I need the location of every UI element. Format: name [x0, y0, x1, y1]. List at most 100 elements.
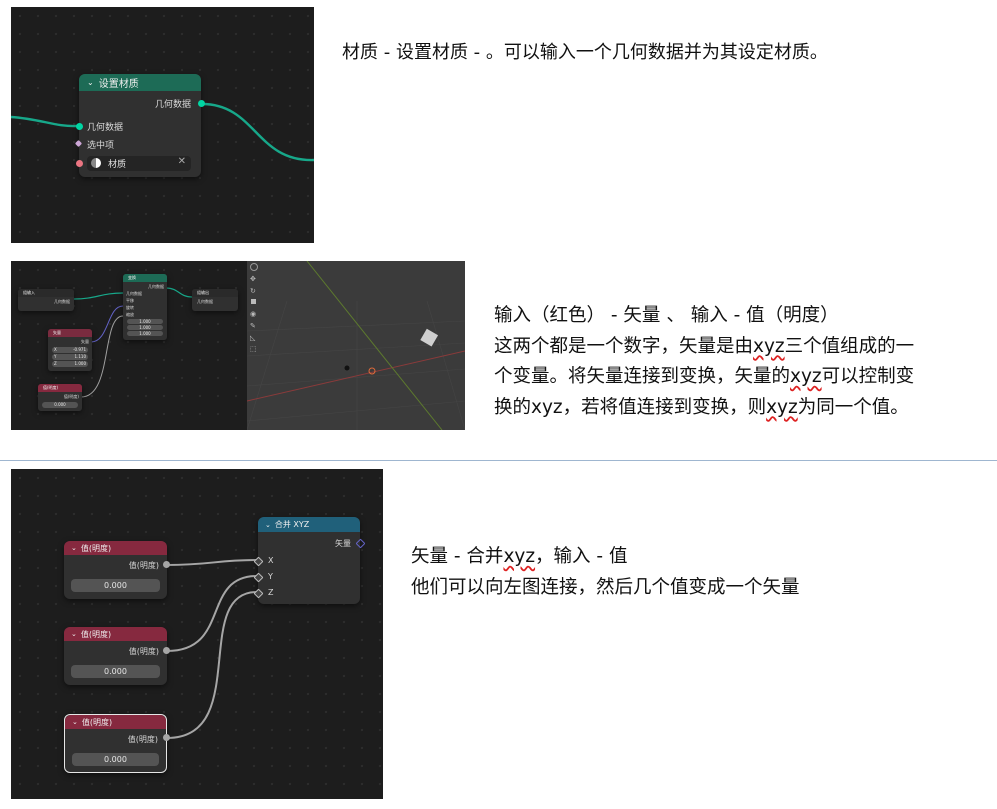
transform-node[interactable]: 变换 几何数据 几何数据 平移 旋转 缩放 1.000 1.000 1.000 — [123, 274, 167, 340]
vector-z-value: 1.000 — [74, 361, 86, 366]
grid-line — [247, 300, 288, 430]
value-node-3-field[interactable]: 0.000 — [72, 753, 159, 766]
value-node-1-header[interactable]: ⌄ 值(明度) — [64, 541, 167, 555]
scale-y-field[interactable]: 1.000 — [127, 325, 163, 330]
note3-line1-a: 矢量 - 合并 — [411, 546, 504, 567]
wire-vector-transform — [90, 305, 124, 343]
note1-line1: 材质 - 设置材质 - 。可以输入一个几何数据并为其设定材质。 — [342, 42, 828, 63]
wire-input-transform — [73, 292, 124, 300]
grid-line — [247, 342, 465, 357]
group-output-node[interactable]: 组输出 几何数据 — [192, 289, 238, 311]
value-node-1-socket[interactable] — [163, 561, 170, 568]
combine-x-label: X — [268, 556, 274, 565]
material-field[interactable]: 材质 ✕ — [87, 156, 191, 171]
close-icon[interactable]: ✕ — [177, 156, 186, 167]
move-tool-icon[interactable]: ✥ — [250, 275, 256, 283]
note2-line2-b: xyz — [753, 335, 785, 357]
scale-z-field[interactable]: 1.000 — [127, 331, 163, 336]
vector-x-field[interactable]: X -0.971 — [52, 347, 88, 353]
vector-x-value: -0.971 — [73, 347, 86, 352]
group-output-input: 几何数据 — [197, 299, 213, 304]
value-node-1[interactable]: ⌄ 值(明度) 值(明度) 0.000 — [64, 541, 167, 599]
vector-x-axis: X — [54, 347, 57, 352]
input-selection-label: 选中项 — [87, 141, 115, 151]
chevron-down-icon[interactable]: ⌄ — [72, 718, 78, 726]
input-geometry-label: 几何数据 — [87, 123, 124, 133]
viewport-3d[interactable]: ✥ ↻ ◉ ✎ ◺ ⬚ — [247, 261, 465, 430]
scale-x-field[interactable]: 1.000 — [127, 319, 163, 324]
value-node-3[interactable]: ⌄ 值(明度) 值(明度) 0.000 — [64, 714, 167, 773]
set-material-node[interactable]: ⌄ 设置材质 几何数据 几何数据 选中项 材质 ✕ — [79, 74, 201, 177]
input-geometry-socket[interactable] — [76, 123, 83, 130]
value-output: 值(明度) — [63, 394, 79, 399]
group-input-node[interactable]: 组输入 几何数据 — [18, 289, 74, 311]
node-editor-set-material[interactable]: ⌄ 设置材质 几何数据 几何数据 选中项 材质 ✕ — [11, 7, 314, 243]
transform-in-rotate: 旋转 — [126, 305, 134, 310]
value-header[interactable]: 值(明度) — [38, 384, 82, 392]
wire-transform-output — [165, 287, 193, 298]
value-node-3-header[interactable]: ⌄ 值(明度) — [65, 715, 166, 729]
chevron-down-icon[interactable]: ⌄ — [87, 78, 94, 87]
y-axis-line — [306, 261, 443, 430]
material-socket[interactable] — [76, 160, 83, 167]
annotate-tool-icon[interactable]: ✎ — [250, 322, 256, 330]
value-node-1-field[interactable]: 0.000 — [71, 579, 160, 592]
note2-line4-a: 换的xyz，若将值连接到变换，则 — [494, 396, 767, 418]
note2-line3-b: xyz — [790, 366, 822, 387]
vector-y-axis: Y — [54, 354, 57, 359]
value-title: 值(明度) — [43, 385, 59, 390]
note-vector-value: 输入（红色） - 矢量 、 输入 - 值（明度） 这两个都是一个数字，矢量是由x… — [494, 301, 914, 423]
value-node-2-socket[interactable] — [163, 647, 170, 654]
combine-z-label: Z — [268, 588, 274, 597]
material-icon — [91, 158, 101, 168]
note2-line2: 这两个都是一个数字，矢量是由xyz三个值组成的一 — [494, 332, 914, 363]
grid-line — [247, 400, 465, 422]
vector-y-field[interactable]: Y 1.110 — [52, 354, 88, 360]
rotate-tool-icon[interactable]: ↻ — [250, 287, 256, 295]
value-node-2[interactable]: ⌄ 值(明度) 值(明度) 0.000 — [64, 627, 167, 685]
note2-line3: 个变量。将矢量连接到变换，矢量的xyz可以控制变 — [494, 362, 914, 393]
light-icon — [344, 365, 350, 371]
group-input-header[interactable]: 组输入 — [18, 289, 74, 297]
node-editor-combine-xyz[interactable]: ⌄ 值(明度) 值(明度) 0.000 ⌄ 值(明度) 值(明度) 0.000 … — [11, 469, 383, 799]
scale-tool-icon[interactable] — [251, 299, 256, 304]
viewport-toolbar[interactable]: ✥ ↻ ◉ ✎ ◺ ⬚ — [250, 263, 258, 353]
chevron-down-icon[interactable]: ⌄ — [71, 544, 77, 552]
transform-in-scale: 缩放 — [126, 312, 134, 317]
chevron-down-icon[interactable]: ⌄ — [71, 630, 77, 638]
combine-xyz-header[interactable]: ⌄ 合并 XYZ — [258, 517, 360, 532]
note2-line3-c: 可以控制变 — [821, 366, 915, 387]
value-node-2-field[interactable]: 0.000 — [71, 665, 160, 678]
note3-line1-b: xyz — [503, 546, 536, 567]
combine-y-label: Y — [268, 572, 273, 581]
note3-line1: 矢量 - 合并xyz，输入 - 值 — [411, 541, 800, 572]
transform-header[interactable]: 变换 — [123, 274, 167, 282]
combine-xyz-output: 矢量 — [335, 539, 351, 548]
select-tool-icon[interactable] — [250, 263, 258, 271]
value-field[interactable]: 0.000 — [42, 402, 78, 408]
wire-layer-2 — [73, 287, 193, 398]
group-input-output: 几何数据 — [54, 299, 70, 304]
node-header[interactable]: ⌄ 设置材质 — [79, 74, 201, 91]
wire-value3-z — [166, 591, 258, 739]
wire-value-transform — [80, 315, 124, 398]
transform-tool-icon[interactable]: ◉ — [250, 310, 257, 318]
value-node-3-socket[interactable] — [163, 734, 170, 741]
add-cube-tool-icon[interactable]: ⬚ — [250, 345, 257, 353]
wire-layer — [11, 102, 314, 162]
group-output-header[interactable]: 组输出 — [192, 289, 238, 297]
value-node[interactable]: 值(明度) 值(明度) 0.000 — [38, 384, 82, 411]
chevron-down-icon[interactable]: ⌄ — [265, 520, 271, 529]
x-axis-line — [247, 350, 465, 402]
vector-z-axis: Z — [54, 361, 57, 366]
vector-z-field[interactable]: Z 1.000 — [52, 361, 88, 367]
node-editor-and-viewport[interactable]: 组输入 几何数据 变换 几何数据 几何数据 平移 旋转 缩放 1.000 1.0… — [11, 261, 465, 430]
output-geometry-socket[interactable] — [198, 100, 205, 107]
value-node-2-header[interactable]: ⌄ 值(明度) — [64, 627, 167, 641]
vector-node[interactable]: 矢量 矢量 X -0.971 Y 1.110 Z 1.000 — [48, 329, 92, 371]
combine-xyz-node[interactable]: ⌄ 合并 XYZ 矢量 X Y Z — [258, 517, 360, 604]
measure-tool-icon[interactable]: ◺ — [250, 334, 256, 342]
vector-header[interactable]: 矢量 — [48, 329, 92, 337]
note2-line2-a: 这两个都是一个数字，矢量是由 — [494, 335, 754, 357]
note2-line4: 换的xyz，若将值连接到变换，则xyz为同一个值。 — [494, 393, 914, 424]
